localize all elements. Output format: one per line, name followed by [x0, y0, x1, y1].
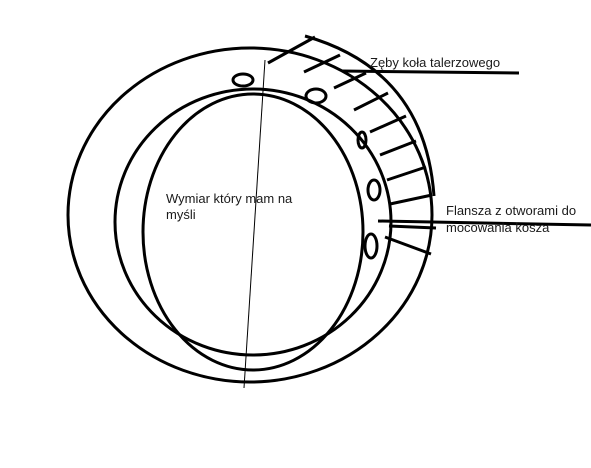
teeth-label: Zęby koła talerzowego	[370, 55, 500, 70]
mounting-hole	[366, 178, 382, 202]
flange-leader-line	[377, 219, 591, 227]
gear-tooth	[333, 71, 367, 90]
mounting-hole	[304, 87, 328, 105]
gear-tooth	[379, 139, 417, 157]
gear-tooth	[388, 224, 437, 230]
gear-tooth	[386, 165, 427, 182]
leader-lines	[341, 69, 591, 227]
mounting-hole	[356, 130, 368, 150]
gear-tooth	[267, 35, 316, 65]
gear-tooth	[369, 114, 407, 134]
gear-tooth	[353, 91, 389, 112]
outer-circle	[66, 46, 434, 384]
teeth-leader-line	[341, 69, 520, 75]
mounting-hole	[231, 72, 255, 88]
dimension-line	[243, 59, 266, 389]
gear-teeth	[267, 34, 437, 256]
dimension-label-line2: myśli	[166, 207, 196, 222]
inner-circle	[141, 92, 365, 372]
flange-label-line1: Flansza z otworami do	[446, 203, 576, 218]
gear-tooth	[389, 193, 433, 206]
gear-teeth-outline	[304, 34, 436, 197]
gear-tooth	[303, 53, 341, 74]
flange-label-line2: mocowania kosza	[446, 220, 550, 235]
gear-tooth	[384, 235, 432, 256]
ring-gear	[66, 46, 434, 384]
dimension-label-line1: Wymiar który mam na	[166, 191, 293, 206]
mounting-hole	[363, 232, 379, 260]
flange-holes	[231, 72, 382, 260]
